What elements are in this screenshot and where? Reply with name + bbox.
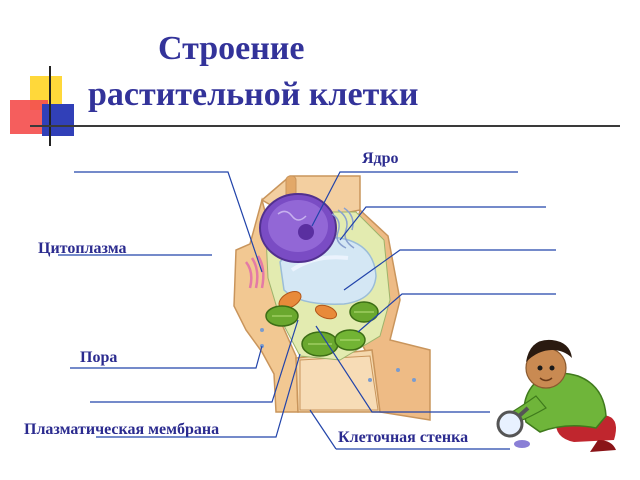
label-pore: Пора (80, 349, 118, 366)
nucleus (259, 193, 337, 263)
label-cytoplasm: Цитоплазма (38, 240, 127, 257)
pores (260, 328, 416, 382)
mitochondria (278, 290, 338, 320)
label-nucleus: Ядро (362, 150, 399, 167)
golgi-apparatus (244, 255, 265, 289)
color-squares-icon (10, 66, 620, 146)
leader-lines (58, 171, 556, 450)
label-cell-wall: Клеточная стенка (338, 429, 469, 446)
page-title-line1: Строение (158, 30, 305, 67)
page-title-line2: растительной клетки (88, 76, 419, 113)
endoplasmic-reticulum (331, 207, 355, 249)
child-with-magnifier-icon (496, 339, 616, 452)
label-plasma-membrane: Плазматическая мембрана (24, 421, 220, 438)
